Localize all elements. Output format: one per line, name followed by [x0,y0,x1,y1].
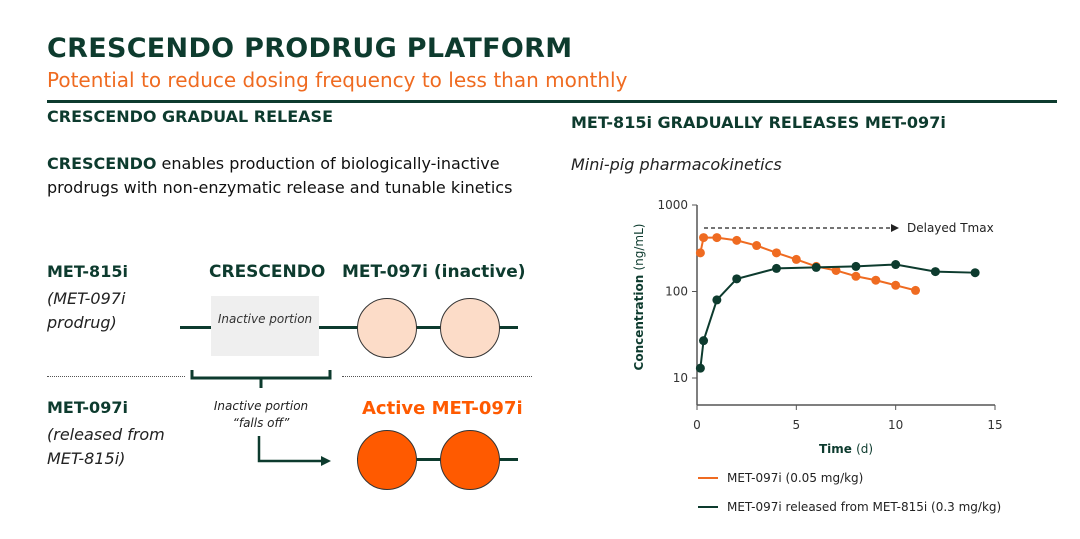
falls-off-text: Inactive portion “falls off” [213,399,309,430]
row2-label: MET-097i [47,398,128,417]
x-axis-label: Time (d) [819,442,873,456]
legend-label-0: MET-097i (0.05 mg/kg) [727,471,863,485]
active-circle-1 [357,430,417,490]
data-point [871,275,881,285]
page-title: CRESCENDO PRODRUG PLATFORM [47,33,573,64]
active-circle-2 [440,430,500,490]
data-point [695,363,705,373]
prodrug-backbone [180,326,518,329]
data-point [851,261,861,271]
x-tick-label: 0 [693,418,701,432]
data-point [712,295,722,305]
active-backbone [357,458,518,461]
y-tick-label: 1000 [657,198,688,212]
intro-bold: CRESCENDO [47,154,157,173]
data-point [699,233,709,243]
y-tick-label: 100 [665,285,688,299]
data-point [771,263,781,273]
data-point [732,235,742,245]
bracket [190,370,332,388]
y-tick-label: 10 [673,371,688,385]
row1-sub: (MET-097i prodrug) [47,289,126,332]
active-label: Active MET-097i [362,398,523,419]
row1-label: MET-815i [47,262,128,281]
legend-label-1: MET-097i released from MET-815i (0.3 mg/… [727,500,1001,514]
data-point [811,262,821,272]
inactive-circle-2 [440,298,500,358]
inactive-circle-1 [357,298,417,358]
right-heading: MET-815i GRADUALLY RELEASES MET-097i [571,113,946,132]
data-point [791,254,801,264]
x-tick-label: 5 [793,418,801,432]
inactive-col-label: MET-097i (inactive) [342,262,526,282]
data-point [930,267,940,277]
data-point [891,280,901,290]
inactive-portion-text: Inactive portion [217,312,313,326]
header-divider [47,100,1057,103]
release-arrow [257,436,331,466]
data-point [970,268,980,278]
chart-subheading: Mini-pig pharmacokinetics [571,155,782,174]
intro-rest: enables production of biologically-inact… [47,154,513,197]
intro-text: CRESCENDO enables production of biologic… [47,152,517,200]
series-line-1 [699,263,976,369]
tmax-arrowhead [891,224,899,232]
data-point [831,265,841,275]
page-subtitle: Potential to reduce dosing frequency to … [47,68,628,92]
data-point [752,241,762,251]
data-point [732,274,742,284]
data-point [695,248,705,258]
data-point [771,248,781,258]
tmax-annotation: Delayed Tmax [907,221,994,235]
inactive-portion-box [211,296,319,356]
data-point [699,336,709,346]
crescendo-col-label: CRESCENDO [209,262,326,282]
divider-right [342,376,532,377]
x-tick-label: 15 [987,418,1002,432]
data-point [891,260,901,270]
row2-sub: (released from MET-815i) [47,425,165,468]
divider-left [47,376,185,377]
data-point [712,233,722,243]
data-point [851,271,861,281]
data-point [911,285,921,295]
y-axis-label: Concentration (ng/mL) [632,224,646,371]
left-heading: CRESCENDO GRADUAL RELEASE [47,107,334,126]
x-tick-label: 10 [888,418,903,432]
